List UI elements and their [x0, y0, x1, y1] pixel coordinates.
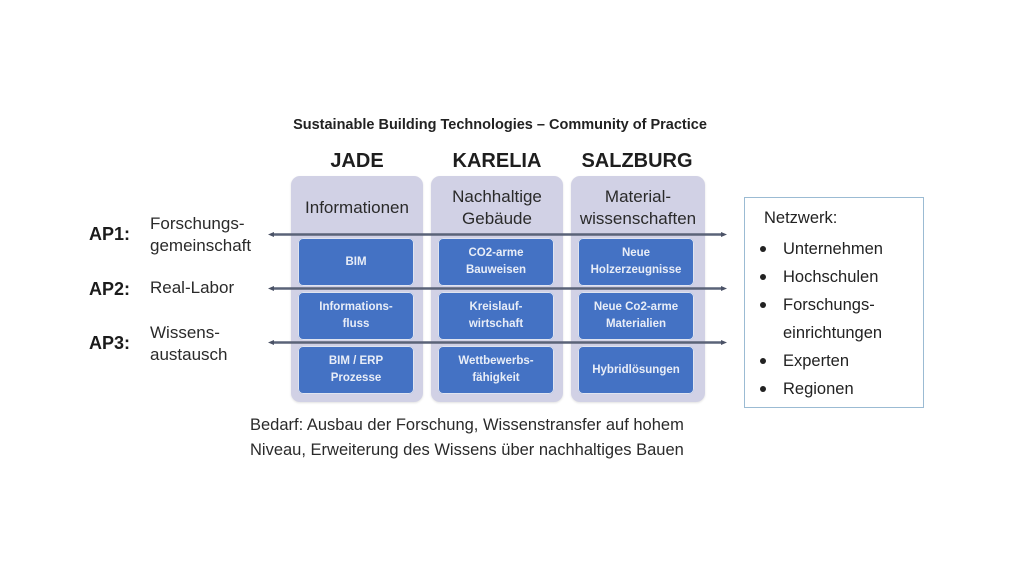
network-item-label: Experten — [783, 352, 850, 370]
network-item-label: Regionen — [783, 380, 854, 398]
topic-cell: Wettbewerbs- fähigkeit — [438, 346, 554, 394]
need-statement: Bedarf: Ausbau der Forschung, Wissenstra… — [250, 416, 684, 459]
column-header-karelia: KARELIA — [452, 150, 542, 172]
network-item: Experten — [757, 347, 883, 375]
work-package-text-ap2: Real-Labor — [150, 278, 235, 297]
work-package-text-ap3: Wissens- austausch — [150, 323, 228, 364]
topic-cell: Hybridlösungen — [578, 346, 694, 394]
network-item-label: Forschungs- einrichtungen — [783, 296, 883, 342]
work-package-label-ap2: AP2: — [89, 279, 131, 299]
topic-cell: Neue Holzerzeugnisse — [578, 238, 694, 286]
work-package-label-ap1: AP1: — [89, 224, 131, 244]
network-item: Forschungs- einrichtungen — [757, 291, 883, 347]
network-item-label: Hochschulen — [783, 268, 879, 286]
topic-cell: Kreislauf- wirtschaft — [438, 292, 554, 340]
bullet-icon — [760, 302, 766, 308]
column-subtitle: Material- wissenschaften — [579, 187, 697, 228]
topic-cell: CO2-arme Bauweisen — [438, 238, 554, 286]
column-header-salzburg: SALZBURG — [581, 150, 693, 172]
topic-cell: BIM — [298, 238, 414, 286]
column-subtitle: Informationen — [305, 198, 409, 217]
network-item-label: Unternehmen — [783, 240, 883, 258]
double-arrow-ap3 — [268, 340, 727, 345]
bullet-icon — [760, 246, 766, 252]
network-box: Netzwerk: Unternehmen Hochschulen Forsch… — [744, 197, 924, 408]
bullet-icon — [760, 358, 766, 364]
work-package-text-ap1: Forschungs- gemeinschaft — [150, 214, 252, 255]
topic-cell: Informations- fluss — [298, 292, 414, 340]
column-jade: Informationen BIM Informations- fluss BI… — [291, 176, 423, 402]
double-arrow-ap1 — [268, 232, 727, 237]
network-item: Unternehmen — [757, 235, 883, 263]
network-item: Hochschulen — [757, 263, 883, 291]
diagram-title: Sustainable Building Technologies – Comm… — [293, 117, 707, 133]
bullet-icon — [760, 386, 766, 392]
double-arrow-ap2 — [268, 286, 727, 291]
topic-cell: Neue Co2-arme Materialien — [578, 292, 694, 340]
network-item: Regionen — [757, 375, 883, 403]
network-list: Unternehmen Hochschulen Forschungs- einr… — [757, 235, 883, 403]
bullet-icon — [760, 274, 766, 280]
work-package-label-ap3: AP3: — [89, 333, 131, 353]
column-subtitle: Nachhaltige Gebäude — [452, 187, 542, 228]
topic-cell: BIM / ERP Prozesse — [298, 346, 414, 394]
column-header-jade: JADE — [330, 150, 384, 172]
network-title: Netzwerk: — [764, 209, 838, 227]
